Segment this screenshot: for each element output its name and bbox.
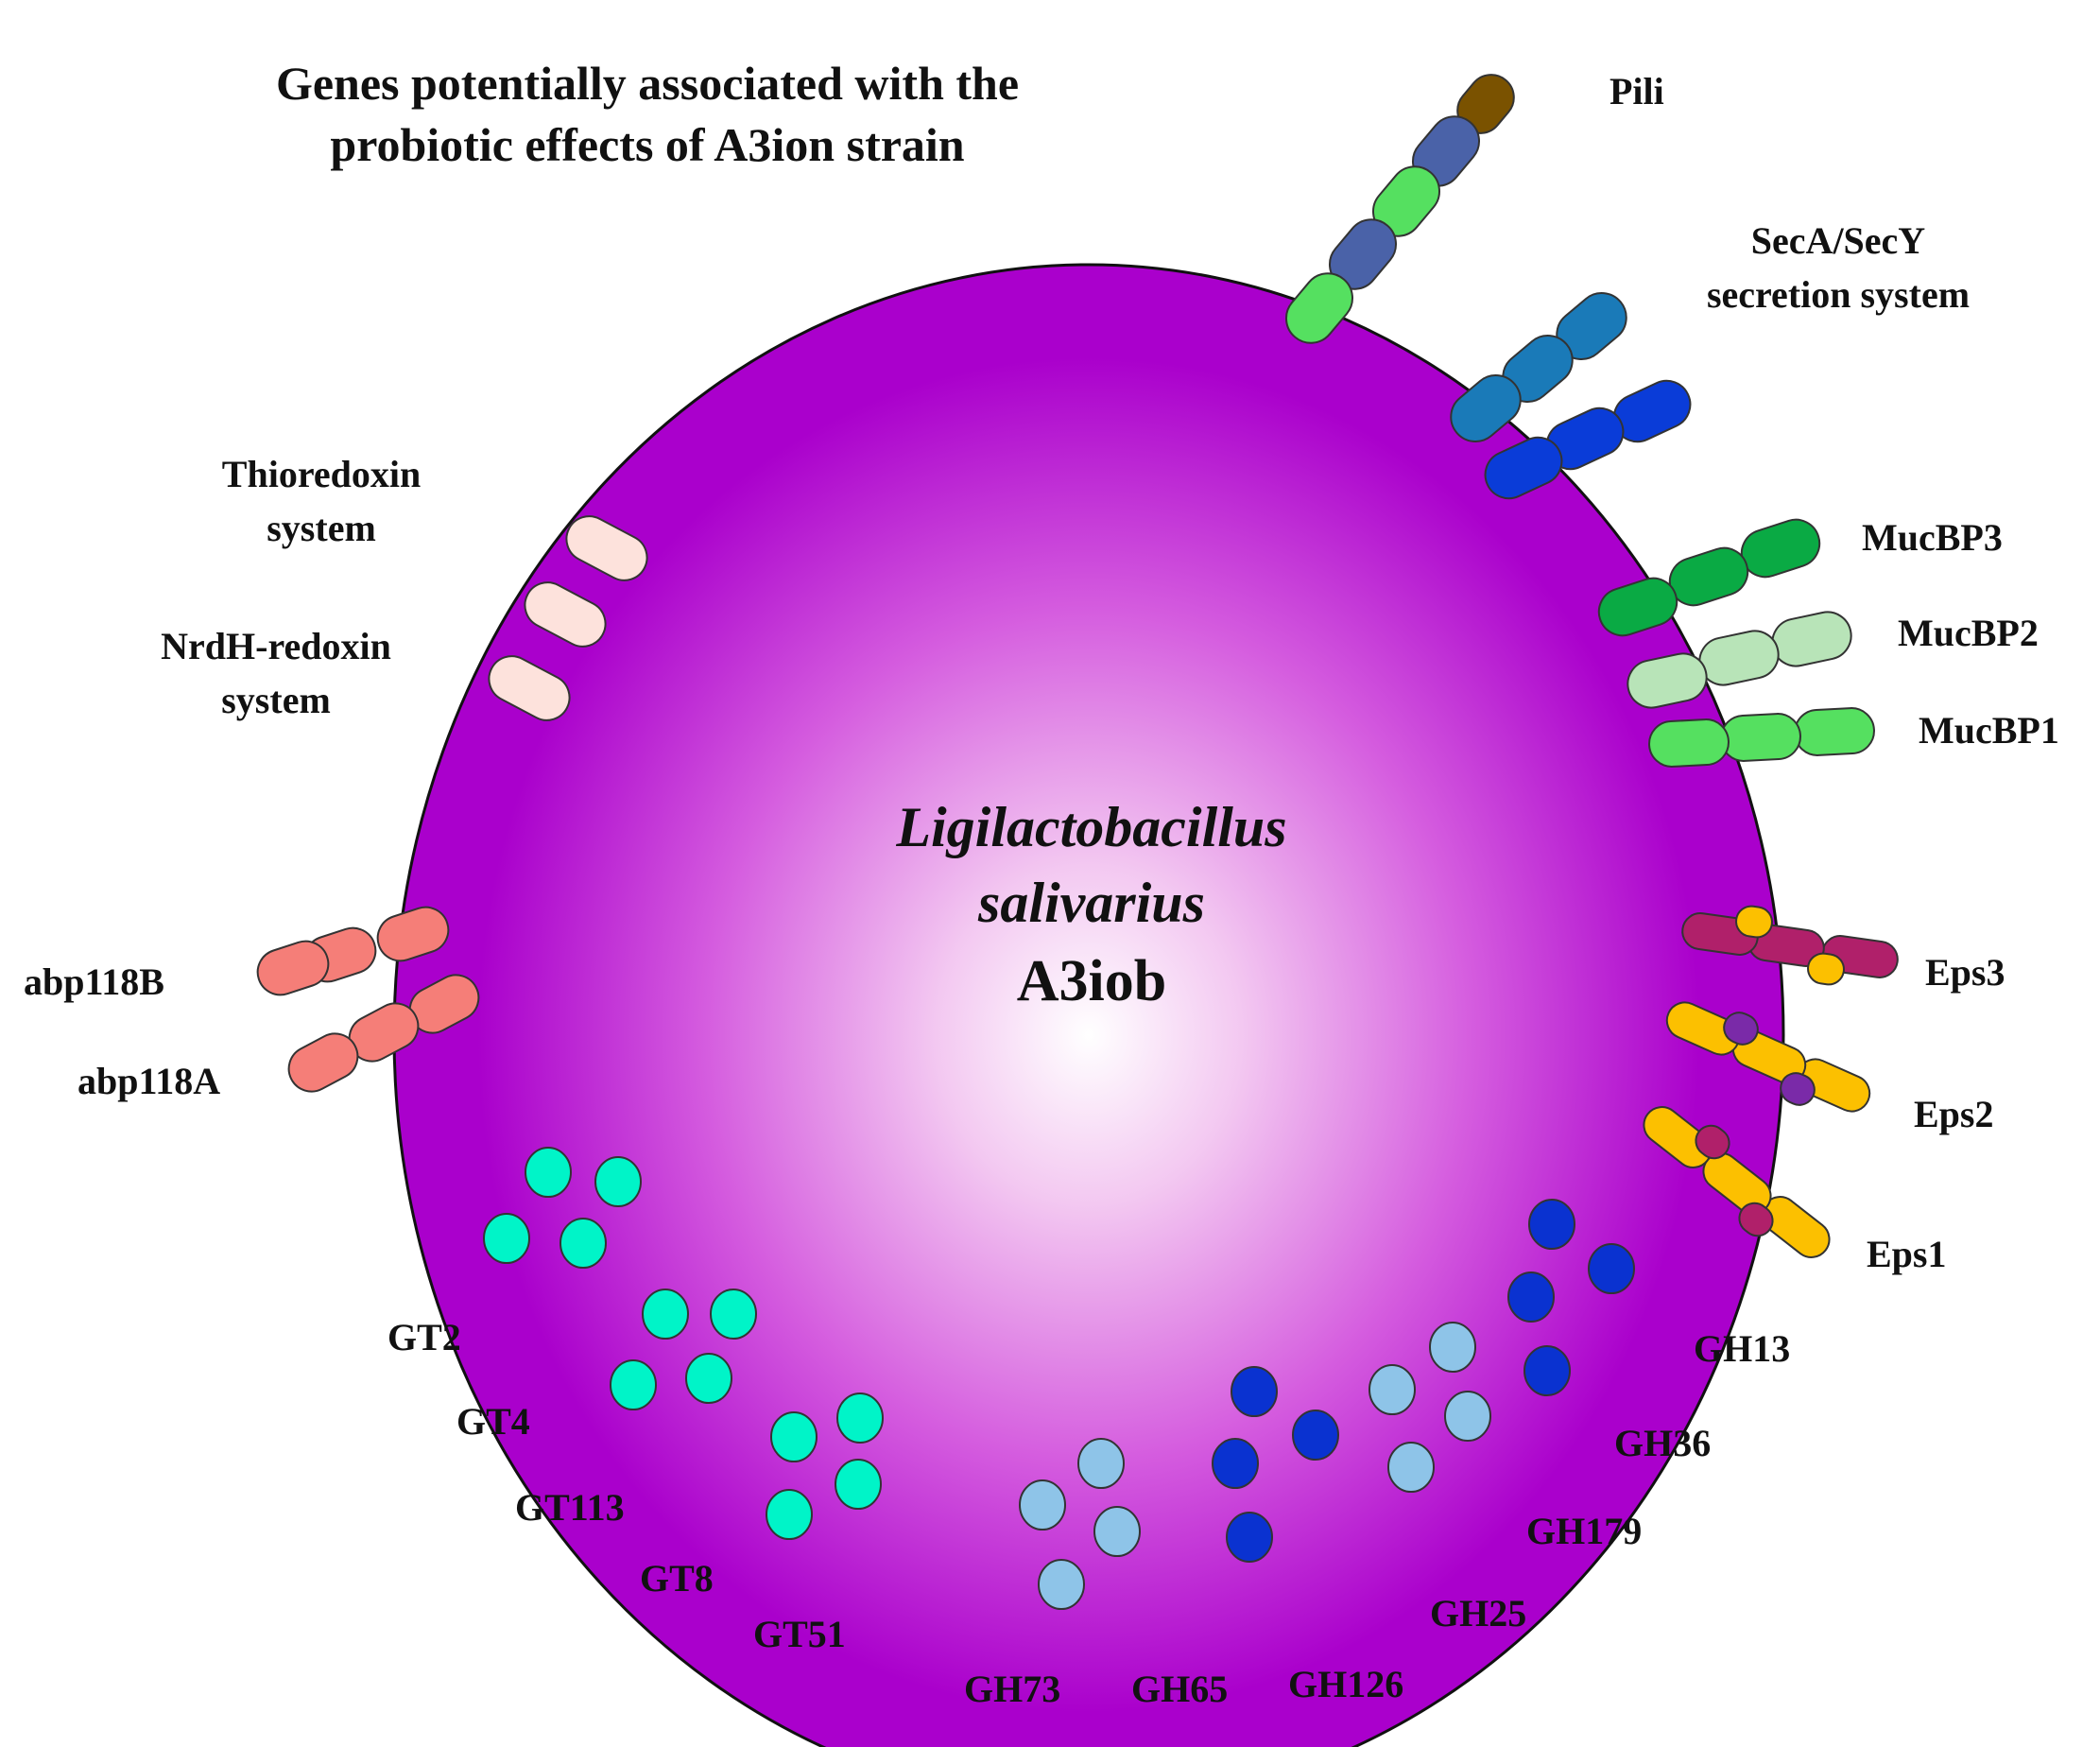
abp118b-group bbox=[256, 906, 450, 996]
mucbp3-segment bbox=[1740, 518, 1821, 579]
eps1-group bbox=[1643, 1106, 1831, 1258]
diagram-title-line1: Genes potentially associated with the bbox=[276, 57, 1019, 110]
gt-domain-dot bbox=[835, 1459, 882, 1510]
label-gh25: GH25 bbox=[1430, 1592, 1526, 1635]
label-eps2: Eps2 bbox=[1914, 1093, 1994, 1135]
eps1-node bbox=[1738, 1202, 1774, 1237]
eps2-node bbox=[1723, 1012, 1759, 1046]
mucbp3-group bbox=[1597, 518, 1821, 637]
gh-domain-dot bbox=[1368, 1364, 1416, 1415]
eps2-node bbox=[1780, 1072, 1816, 1106]
abp118b-segment bbox=[256, 940, 330, 996]
secretion-segment bbox=[1450, 374, 1522, 442]
label-gh179: GH179 bbox=[1526, 1510, 1642, 1552]
label-nrdh-line2: system bbox=[221, 679, 331, 721]
gt-domain-dot bbox=[559, 1218, 607, 1269]
mucbp3-segment bbox=[1597, 577, 1678, 637]
gh-domain-dot bbox=[1231, 1366, 1278, 1417]
redox-group bbox=[488, 515, 648, 721]
gh-domain-dot bbox=[1507, 1271, 1555, 1323]
gh-domain-dot bbox=[1528, 1199, 1575, 1250]
abp118a-segment bbox=[287, 1032, 359, 1093]
diagram-title-line2: probiotic effects of A3ion strain bbox=[330, 118, 964, 171]
gh-domain-dot bbox=[1444, 1391, 1491, 1442]
thioredoxin-segment bbox=[524, 581, 607, 648]
pili-segment bbox=[1285, 272, 1353, 344]
mucbp2-segment bbox=[1627, 652, 1708, 709]
gt-domain-dot bbox=[610, 1359, 657, 1410]
gh-domain-group bbox=[1019, 1199, 1635, 1610]
secretion-segment bbox=[1484, 436, 1563, 500]
label-eps3: Eps3 bbox=[1925, 951, 2005, 994]
eps2-group bbox=[1665, 1001, 1871, 1113]
gh-domain-dot bbox=[1588, 1243, 1635, 1294]
abp118b-segment bbox=[376, 906, 450, 962]
label-nrdh-line1: NrdH-redoxin bbox=[161, 625, 391, 667]
gt-domain-group bbox=[483, 1147, 884, 1540]
label-abp118b: abp118B bbox=[24, 960, 164, 1003]
label-mucbp3: MucBP3 bbox=[1862, 516, 2003, 559]
eps3-node bbox=[1735, 905, 1773, 939]
gt-domain-dot bbox=[685, 1353, 732, 1404]
abp118a-group bbox=[287, 974, 480, 1093]
gt-domain-dot bbox=[525, 1147, 572, 1198]
pili-group bbox=[1285, 74, 1515, 344]
label-seca-line2: secretion system bbox=[1707, 273, 1970, 316]
species-name-line1: Ligilactobacillus bbox=[895, 796, 1286, 858]
gh-domain-dot bbox=[1212, 1438, 1259, 1489]
gt-domain-dot bbox=[594, 1156, 642, 1207]
mucbp2-segment bbox=[1698, 630, 1780, 686]
mucbp1-segment bbox=[1794, 707, 1875, 756]
label-eps1: Eps1 bbox=[1867, 1233, 1947, 1275]
label-mucbp2: MucBP2 bbox=[1898, 612, 2039, 654]
label-gh65: GH65 bbox=[1131, 1668, 1228, 1710]
label-thioredoxin-line2: system bbox=[267, 507, 376, 549]
thioredoxin-segment bbox=[565, 515, 648, 581]
secretion-system-group bbox=[1450, 292, 1692, 500]
label-pili: Pili bbox=[1609, 70, 1664, 112]
mucbp2-group bbox=[1627, 611, 1852, 709]
label-gt51: GT51 bbox=[753, 1613, 846, 1655]
gt-domain-dot bbox=[710, 1289, 757, 1340]
label-gt4: GT4 bbox=[456, 1400, 530, 1443]
gt-domain-dot bbox=[766, 1489, 813, 1540]
nrdh-segment bbox=[488, 655, 571, 721]
gh-domain-dot bbox=[1387, 1442, 1435, 1493]
mucbp1-group bbox=[1648, 707, 1875, 768]
label-gh126: GH126 bbox=[1288, 1663, 1403, 1705]
eps3-node bbox=[1807, 952, 1845, 986]
gt-domain-dot bbox=[642, 1289, 689, 1340]
gh-domain-dot bbox=[1226, 1512, 1273, 1563]
gh-domain-dot bbox=[1093, 1506, 1141, 1557]
eps3-group bbox=[1681, 905, 1899, 986]
label-seca-line1: SecA/SecY bbox=[1751, 219, 1926, 262]
gt-domain-dot bbox=[836, 1392, 884, 1444]
label-gt2: GT2 bbox=[387, 1316, 461, 1358]
mucbp1-segment bbox=[1720, 713, 1801, 762]
gt-domain-dot bbox=[770, 1411, 818, 1462]
label-gh36: GH36 bbox=[1614, 1422, 1711, 1464]
label-abp118a: abp118A bbox=[77, 1060, 220, 1102]
gh-domain-dot bbox=[1038, 1559, 1085, 1610]
label-thioredoxin-line1: Thioredoxin bbox=[222, 453, 421, 495]
gh-domain-dot bbox=[1292, 1410, 1339, 1461]
gh-domain-dot bbox=[1523, 1345, 1571, 1396]
label-gh13: GH13 bbox=[1694, 1327, 1790, 1370]
strain-name: A3iob bbox=[1017, 949, 1166, 1013]
label-gt8: GT8 bbox=[640, 1557, 714, 1600]
label-gh73: GH73 bbox=[964, 1668, 1060, 1710]
gh-domain-dot bbox=[1077, 1438, 1125, 1489]
eps1-segment bbox=[1643, 1106, 1713, 1168]
label-mucbp1: MucBP1 bbox=[1919, 709, 2059, 752]
gh-domain-dot bbox=[1019, 1479, 1066, 1531]
species-name-line2: salivarius bbox=[977, 872, 1205, 934]
mucbp2-segment bbox=[1771, 611, 1852, 667]
label-gt113: GT113 bbox=[515, 1486, 625, 1529]
mucbp1-segment bbox=[1648, 718, 1730, 768]
gh-domain-dot bbox=[1429, 1322, 1476, 1373]
eps1-node bbox=[1695, 1124, 1730, 1160]
gt-domain-dot bbox=[483, 1213, 530, 1264]
